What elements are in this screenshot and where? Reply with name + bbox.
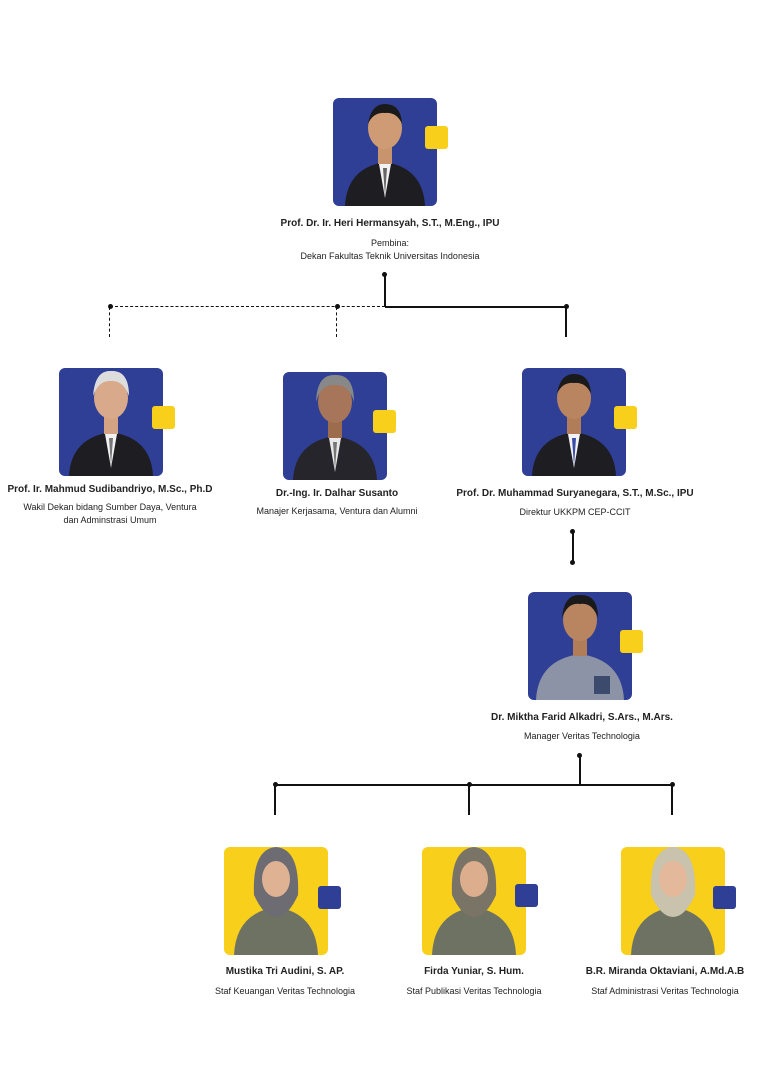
- connector: [671, 785, 673, 815]
- dotted-connector: [109, 307, 110, 337]
- portrait-photo: [283, 372, 387, 480]
- accent-square: [614, 406, 637, 429]
- connector-dot: [670, 782, 675, 787]
- accent-square: [373, 410, 396, 433]
- portrait-photo: [224, 847, 328, 955]
- person-name: Dr. Miktha Farid Alkadri, S.Ars., M.Ars.: [491, 712, 673, 723]
- connector-dot: [382, 272, 387, 277]
- connector: [275, 784, 673, 786]
- person-role: Direktur UKKPM CEP-CCIT: [519, 507, 631, 517]
- accent-square: [713, 886, 736, 909]
- role-label: Pembina:: [370, 238, 410, 248]
- connector: [385, 306, 566, 308]
- portrait-photo: [422, 847, 526, 955]
- connector-dot: [273, 782, 278, 787]
- person-name: Prof. Dr. Ir. Heri Hermansyah, S.T., M.E…: [280, 218, 500, 229]
- person-name: Mustika Tri Audini, S. AP.: [225, 966, 345, 977]
- connector: [274, 785, 276, 815]
- person-role: Staf Keuangan Veritas Technologia: [215, 986, 355, 996]
- person-name: Firda Yuniar, S. Hum.: [424, 966, 524, 977]
- portrait-photo: [621, 847, 725, 955]
- person-role: Staf Administrasi Veritas Technologia: [591, 986, 739, 996]
- portrait-photo: [522, 368, 626, 476]
- connector: [384, 274, 386, 307]
- connector: [579, 755, 581, 785]
- person-role: Staf Publikasi Veritas Technologia: [406, 986, 542, 996]
- person-name: Prof. Dr. Muhammad Suryanegara, S.T., M.…: [456, 488, 694, 499]
- connector: [572, 531, 574, 563]
- connector-dot: [564, 304, 569, 309]
- connector-dot: [577, 753, 582, 758]
- connector-dot: [467, 782, 472, 787]
- accent-square: [620, 630, 643, 653]
- person-name: Prof. Ir. Mahmud Sudibandriyo, M.Sc., Ph…: [7, 484, 213, 495]
- portrait-photo: [59, 368, 163, 476]
- connector-dot: [570, 529, 575, 534]
- person-role: Manajer Kerjasama, Ventura dan Alumni: [256, 506, 418, 516]
- person-name: Dr.-Ing. Ir. Dalhar Susanto: [275, 488, 399, 499]
- person-role: Manager Veritas Technologia: [524, 731, 640, 741]
- accent-square: [318, 886, 341, 909]
- role-title: Dekan Fakultas Teknik Universitas Indone…: [300, 250, 480, 261]
- connector-dot: [570, 560, 575, 565]
- portrait-photo: [528, 592, 632, 700]
- connector-dot: [108, 304, 113, 309]
- connector-dot: [335, 304, 340, 309]
- accent-square: [152, 406, 175, 429]
- dotted-connector: [110, 306, 385, 307]
- person-role: Wakil Dekan bidang Sumber Daya, Ventura …: [23, 502, 197, 525]
- accent-square: [515, 884, 538, 907]
- connector: [468, 785, 470, 815]
- accent-square: [425, 126, 448, 149]
- dotted-connector: [336, 307, 337, 337]
- person-name: B.R. Miranda Oktaviani, A.Md.A.B: [585, 966, 745, 977]
- person-role: Pembina: Dekan Fakultas Teknik Universita…: [260, 237, 520, 262]
- connector: [565, 307, 567, 337]
- portrait-photo: [333, 98, 437, 206]
